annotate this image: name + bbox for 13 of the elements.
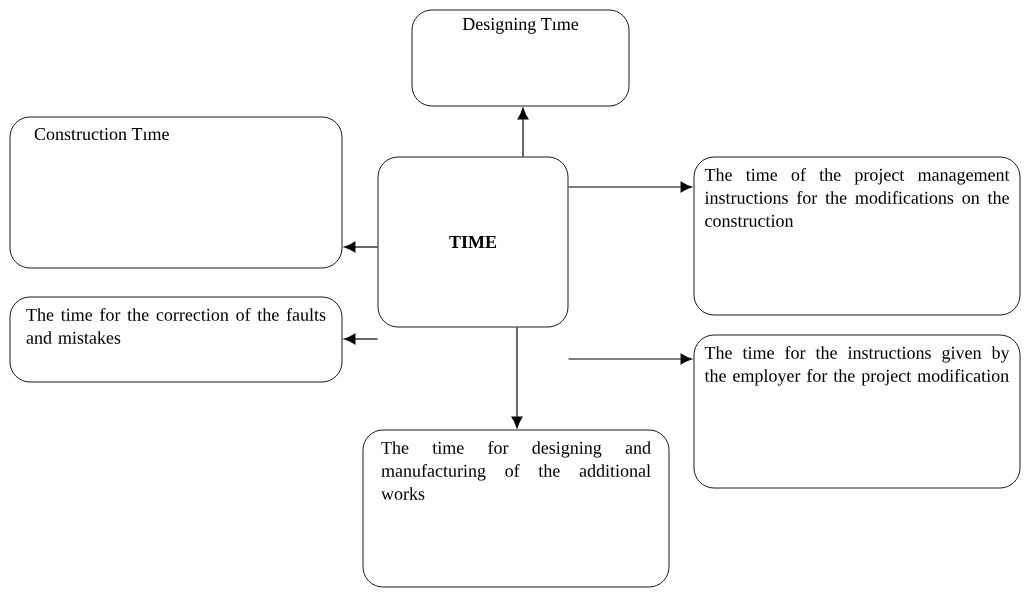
text-box: The time for designing and manufacturing of the additional works — [362, 429, 670, 588]
text-box: The time for the correction of the faults and mistakes — [9, 296, 343, 383]
arrow — [517, 107, 529, 158]
text-box: The time for the instructions given by the employer for the project modification — [693, 334, 1021, 489]
text-box: The time of the project management instructions for the modifications on the construction — [693, 156, 1021, 316]
arrow — [343, 241, 379, 253]
center-box: TIME — [377, 156, 569, 328]
arrow — [567, 353, 693, 365]
text-box: Construction Tıme — [9, 116, 343, 269]
text-box: Designing Tıme — [411, 9, 630, 107]
arrow — [343, 333, 379, 345]
arrow — [511, 326, 523, 429]
arrow — [567, 181, 693, 193]
